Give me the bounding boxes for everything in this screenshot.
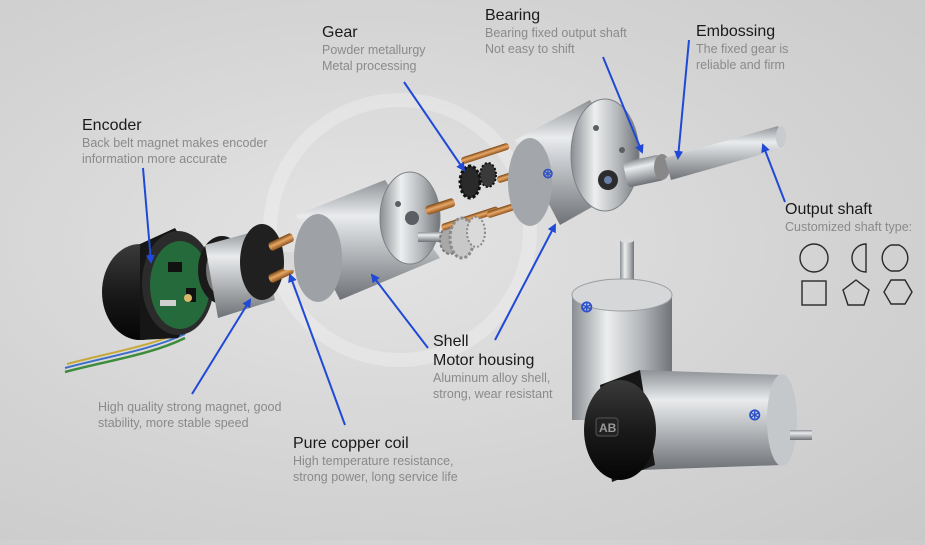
gear-stack [448,216,486,260]
encoder-desc-2: information more accurate [82,152,228,166]
gear-desc-1: Powder metallurgy [322,43,426,57]
shaft-pentagon-icon [842,279,870,306]
exploded-motor: ⊛ [64,98,786,374]
lying-body [640,370,782,470]
wire-green [64,336,186,374]
embossing-title: Embossing [696,23,776,40]
lying-shaft [790,430,812,440]
magnet-desc-2: stability, more stable speed [98,416,249,430]
shell-title-2: Motor housing [433,352,535,369]
callout-coil: Pure copper coil High temperature resist… [293,434,458,485]
callout-shell: Shell Motor housing Aluminum alloy shell… [433,332,553,402]
shell-title-1: Shell [433,333,469,350]
bearing-desc-1: Bearing fixed output shaft [485,26,627,40]
lying-logo: ⊛ [748,407,761,424]
bearing-desc-2: Not easy to shift [485,42,575,56]
magnet-desc-1: High quality strong magnet, good [98,400,282,414]
shaft-d-cut-icon [851,243,867,273]
embossing-desc-2: reliable and firm [696,58,785,72]
shell-desc-2: strong, wear resistant [433,387,553,401]
upright-logo: ⊛ [580,299,593,316]
bearing-title: Bearing [485,7,541,24]
arrow-embossing [674,39,690,160]
assembled-motor: ⊛ ⊛ AB [571,237,812,482]
arrow-shell-1 [370,273,429,349]
gear-desc-2: Metal processing [322,59,417,73]
shaft-square-icon [801,280,827,306]
logo-mark: ⊛ [542,165,554,181]
arrow-bearing [602,56,644,154]
wire-blue [64,333,186,369]
gear-title: Gear [322,24,358,41]
encoder-end [584,380,656,480]
arrow-gear [403,81,466,172]
coil-title: Pure copper coil [293,435,409,452]
gear-cluster [458,162,497,200]
encoder-title: Encoder [82,117,142,134]
encoder-desc-1: Back belt magnet makes encoder [82,136,268,150]
callout-gear: Gear Powder metallurgy Metal processing [322,23,426,74]
shaft-double-d-icon [881,244,909,272]
gearbox-housing: ⊛ [508,98,640,226]
coil-desc-2: strong power, long service life [293,470,458,484]
ab-label: AB [599,421,617,435]
shaft-hexagon-icon [883,279,913,305]
callout-encoder: Encoder Back belt magnet makes encoder i… [82,116,268,167]
upright-shaft [620,240,634,280]
shaft-circle-icon [799,243,829,273]
arrow-encoder [142,167,155,264]
arrow-coil [288,273,346,426]
embossing-desc-1: The fixed gear is [696,42,789,56]
encoder-pcb [150,241,210,329]
arrow-shell-2 [494,223,556,341]
output-shaft-desc: Customized shaft type: [785,220,913,234]
shaft-type-icons [799,243,913,306]
callout-bearing: Bearing Bearing fixed output shaft Not e… [485,6,627,57]
arrow-output-shaft [761,143,786,203]
callout-output-shaft: Output shaft Customized shaft type: [785,200,912,235]
arrow-magnet [191,298,252,395]
coil-desc-1: High temperature resistance, [293,454,454,468]
shell-desc-1: Aluminum alloy shell, [433,371,551,385]
callout-arrows [142,39,786,426]
output-shaft [665,126,786,180]
callout-embossing: Embossing The fixed gear is reliable and… [696,22,788,73]
output-shaft-title: Output shaft [785,201,873,218]
callout-magnet: High quality strong magnet, good stabili… [98,399,281,431]
